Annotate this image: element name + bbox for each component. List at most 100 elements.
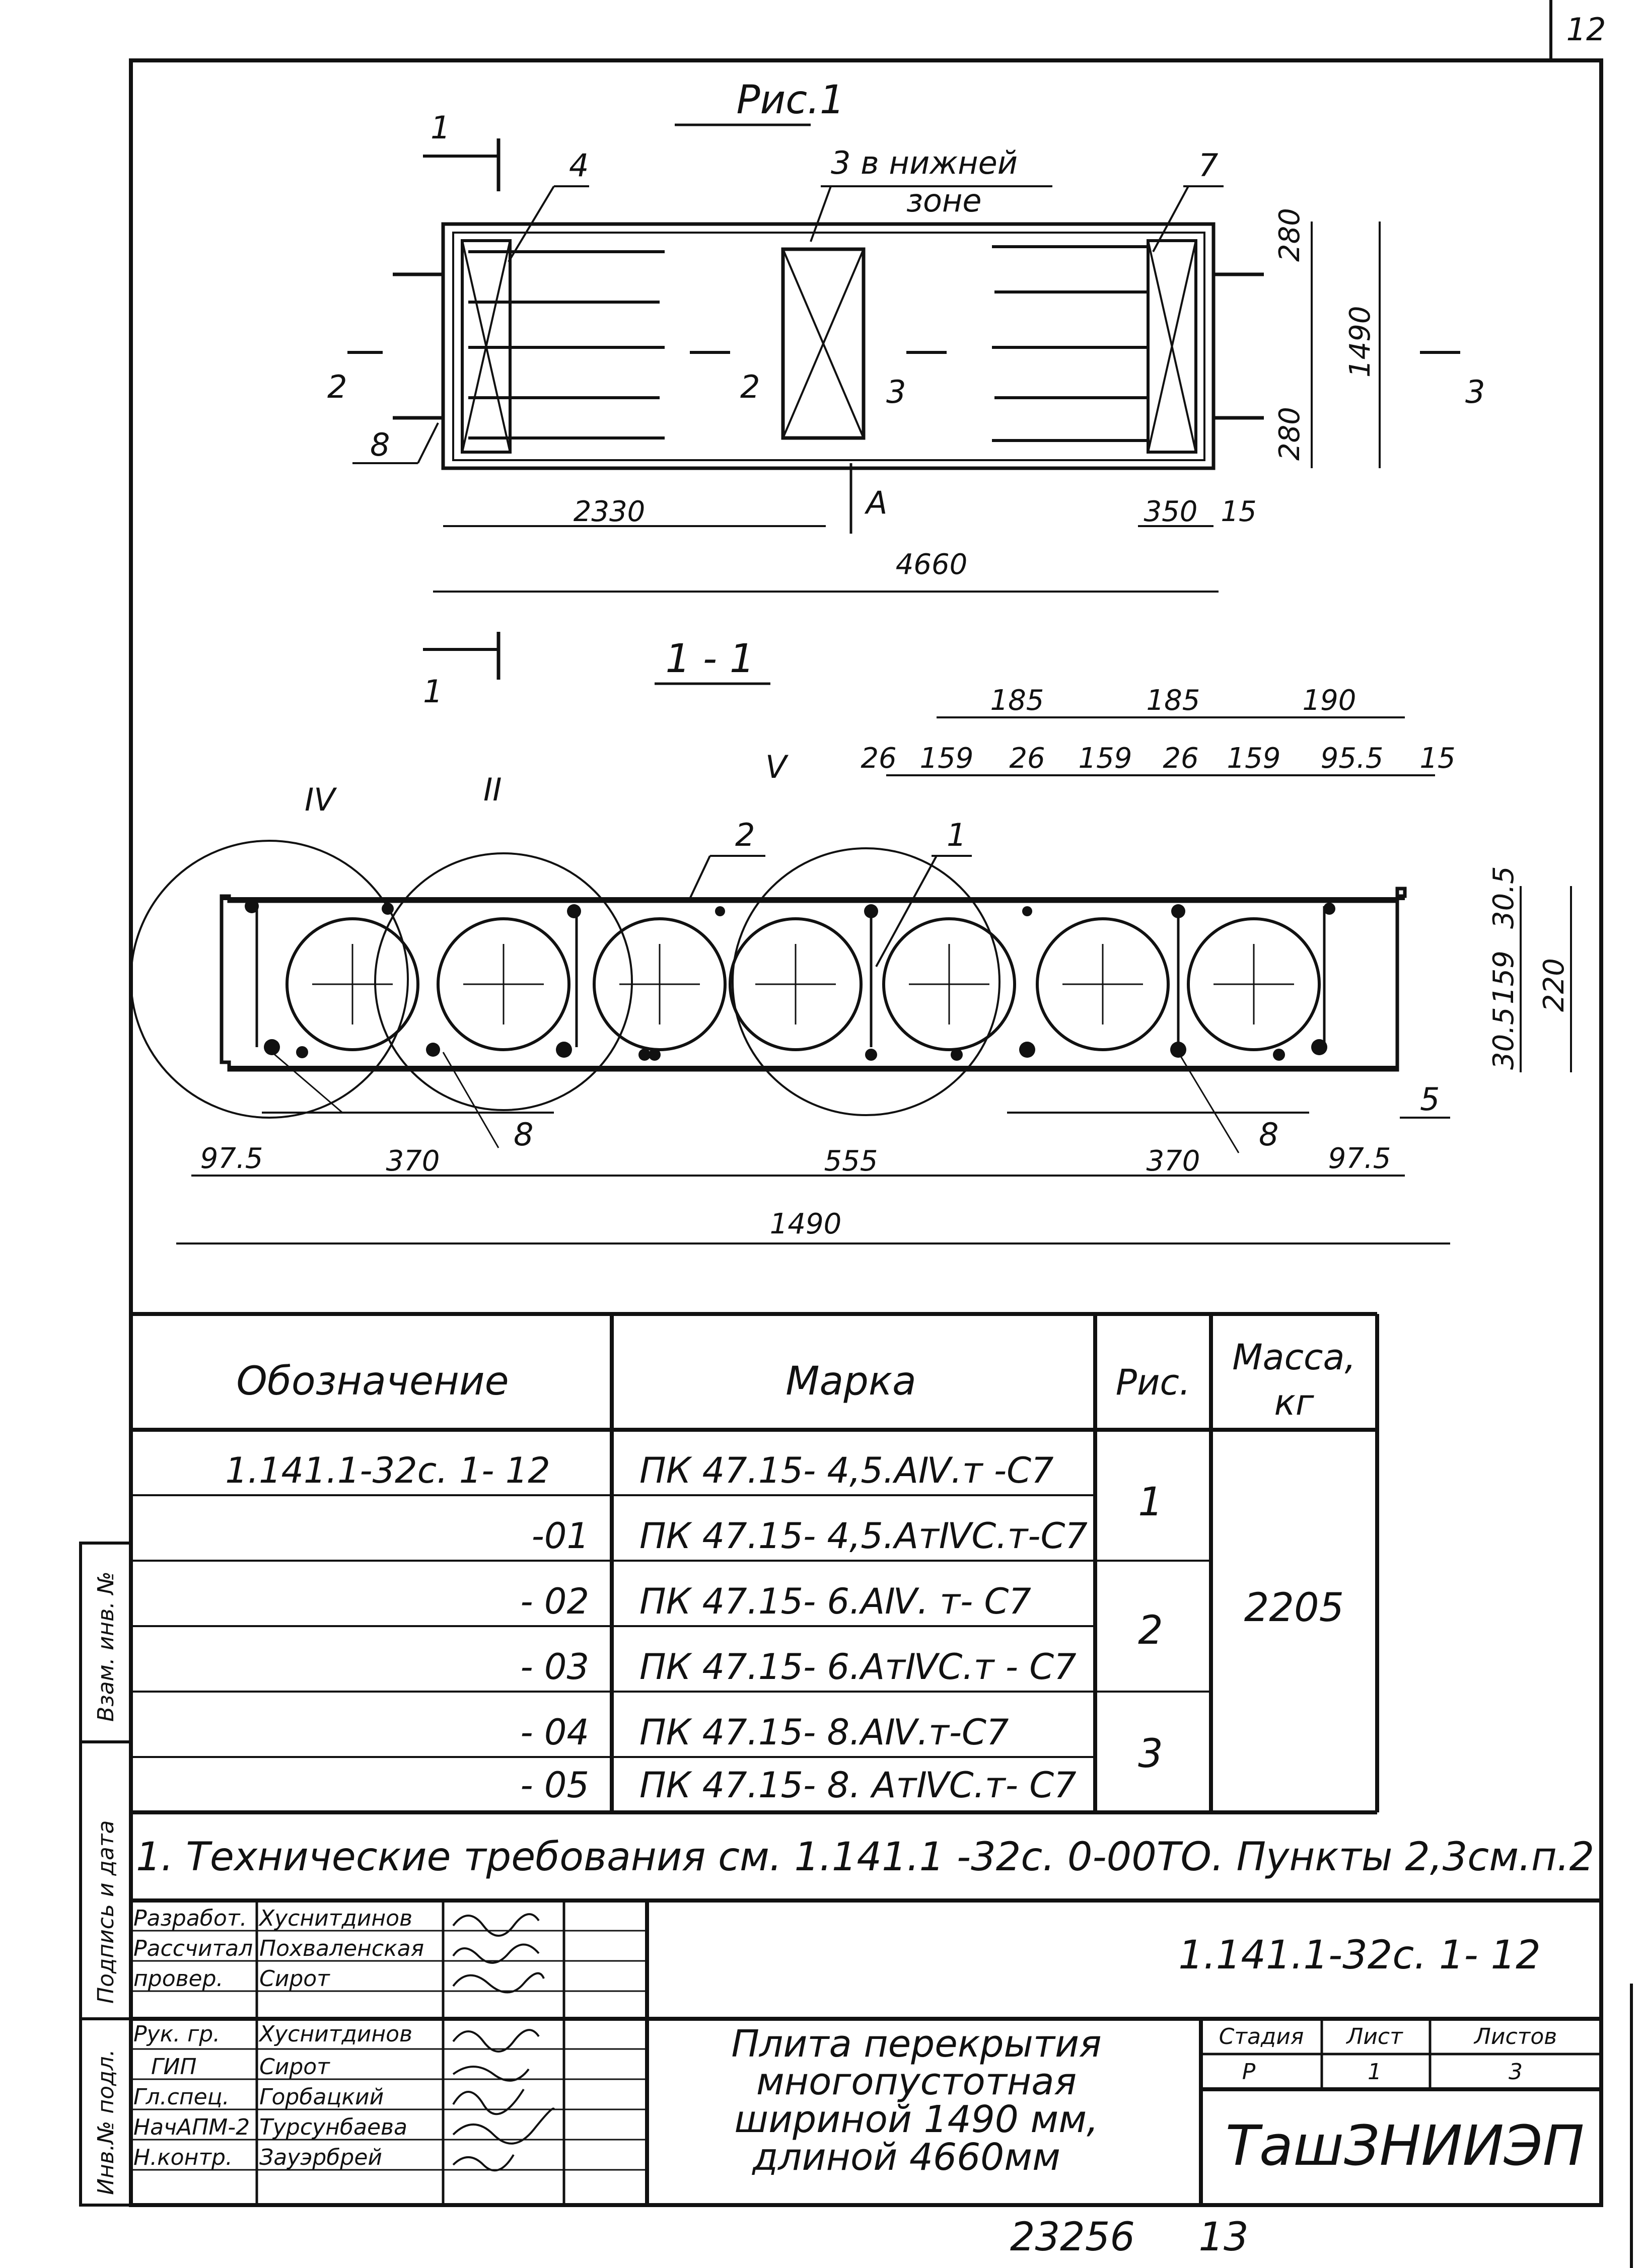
callout-1-bottom: 1 [423, 673, 443, 710]
figure-1-plan: Рис.1 [327, 78, 1485, 710]
callout-1: 1 [947, 817, 966, 853]
callout-3-left: 3 [886, 374, 906, 410]
document-code: 1.141.1-32с. 1- 12 [1178, 1933, 1540, 1978]
callout-5: 5 [1420, 1081, 1440, 1118]
dim-top: 280 [1273, 208, 1306, 262]
zone-v-label: V [765, 749, 789, 785]
name-4: Сирот [259, 2054, 330, 2080]
side-columns: Взам. инв. № Подпись и дата Инв.№ подл. [79, 1542, 132, 2207]
side-label-0: Взам. инв. № [93, 1571, 119, 1722]
callout-8-left: 8 [514, 1116, 533, 1153]
header-fig: Рис. [1116, 1362, 1190, 1403]
sheets-label: Листов [1473, 2024, 1557, 2050]
section-a-label: А [864, 484, 887, 521]
figure-title: Рис.1 [736, 78, 844, 123]
name-7: Зауэрбрей [259, 2145, 382, 2170]
row-mark-3: ПК 47.15- 6.АтⅣС.т - С7 [639, 1646, 1077, 1688]
row-mark-5: ПК 47.15- 8. АтⅣС.т- С7 [639, 1765, 1077, 1806]
side-label-1: Подпись и дата [93, 1820, 119, 2004]
zone-ii [374, 852, 633, 1111]
cage-center [781, 247, 866, 440]
bottom-dim-2: 555 [824, 1145, 878, 1178]
section-1-1: 1 - 1 IV II V [130, 636, 1572, 1245]
bottom-zone-label: 3 в нижней [831, 144, 1018, 181]
signatures [452, 1913, 555, 2172]
top2-dim-3: 159 [1079, 742, 1132, 775]
row-designation-0: 1.141.1-32с. 1- 12 [225, 1450, 550, 1491]
cage-right [1147, 239, 1197, 454]
dim-end: 15 [1221, 495, 1256, 528]
zone-v [732, 847, 1001, 1116]
top-dim-0: 185 [990, 684, 1044, 717]
fig-1: 1 [1138, 1480, 1163, 1525]
bottom-dim-4: 97.5 [1328, 1142, 1391, 1175]
row-designation-2: - 02 [520, 1581, 589, 1622]
role-0: Разработ. [133, 1906, 247, 1931]
bottom-dim-3: 370 [1147, 1145, 1200, 1178]
header-mass: Масса, [1232, 1337, 1355, 1378]
voids [285, 917, 1321, 1051]
name-1: Похваленская [259, 1936, 424, 1961]
bottom-dim-1: 370 [386, 1145, 440, 1178]
drawing-frame [129, 58, 1603, 2207]
role-5: Гл.спец. [133, 2084, 230, 2110]
callout-2-left: 2 [327, 369, 347, 405]
row-designation-4: - 04 [520, 1712, 589, 1753]
right-dim-2: 30.5 [1487, 1007, 1520, 1070]
callout-8: 8 [370, 426, 390, 463]
zone-iv [130, 840, 409, 1119]
top-dim-1: 185 [1147, 684, 1200, 717]
dim-edge: 350 [1144, 495, 1198, 528]
zone-ii-label: II [483, 771, 502, 808]
title-line-3: длиной 4660мм [751, 2136, 1060, 2179]
fig-2: 2 [1138, 1608, 1163, 1653]
header-mass-unit: кг [1274, 1382, 1314, 1423]
title-block: Разработ. Хуснитдинов Рассчитал Похвален… [131, 1898, 1601, 2205]
role-6: НачАПМ-2 [133, 2114, 250, 2140]
name-2: Сирот [259, 1966, 330, 1992]
slab-outline [441, 222, 1216, 470]
name-3: Хуснитдинов [258, 2021, 412, 2047]
stage-label: Стадия [1219, 2024, 1304, 2050]
dim-width: 1490 [1344, 306, 1377, 378]
top2-dim-6: 95.5 [1321, 742, 1384, 775]
section-outline [220, 887, 1407, 1072]
top2-dim-5: 159 [1227, 742, 1281, 775]
section-title: 1 - 1 [666, 636, 755, 682]
callout-2-right: 2 [740, 369, 760, 405]
top2-dim-2: 26 [1009, 742, 1045, 775]
top-dim-2: 190 [1303, 684, 1357, 717]
name-0: Хуснитдинов [258, 1906, 412, 1931]
right-dim-3: 220 [1538, 958, 1570, 1012]
sheet-label: Лист [1345, 2024, 1403, 2050]
title-line-2: шириной 1490 мм, [734, 2098, 1098, 2141]
fig-3: 3 [1138, 1731, 1163, 1777]
row-mark-4: ПК 47.15- 8.АⅣ.т-С7 [639, 1712, 1009, 1753]
callout-1-top: 1 [431, 109, 450, 146]
dim-half: 2330 [574, 495, 646, 528]
role-2: провер. [133, 1966, 224, 1992]
rebar-dots [245, 899, 1335, 1061]
specification-table: Обозначение Марка Рис. Масса, кг 1.141.1… [131, 1312, 1379, 1814]
title-line-1: многопустотная [756, 2060, 1077, 2103]
role-3: Рук. гр. [133, 2021, 220, 2047]
row-designation-1: -01 [532, 1515, 589, 1557]
callout-3-right: 3 [1465, 374, 1485, 410]
stage-value: Р [1242, 2059, 1256, 2085]
header-mark: Марка [786, 1359, 916, 1404]
top2-dim-4: 26 [1163, 742, 1198, 775]
name-5: Горбацкий [259, 2084, 384, 2110]
callout-8-right: 8 [1259, 1116, 1278, 1153]
dim-bottom: 280 [1273, 407, 1306, 461]
role-4: ГИП [151, 2054, 197, 2080]
dim-length: 4660 [896, 548, 968, 581]
total-width-dim: 1490 [770, 1208, 842, 1240]
technical-note: 1. Технические требования см. 1.141.1 -3… [136, 1835, 1594, 1880]
bottom-zone-label-2: зоне [906, 182, 982, 219]
role-7: Н.контр. [133, 2145, 233, 2170]
sheets-value: 3 [1509, 2059, 1523, 2085]
side-label-2: Инв.№ подл. [93, 2049, 119, 2195]
callout-4: 4 [569, 147, 589, 184]
role-1: Рассчитал [133, 1936, 253, 1961]
title-line-0: Плита перекрытия [731, 2022, 1101, 2066]
